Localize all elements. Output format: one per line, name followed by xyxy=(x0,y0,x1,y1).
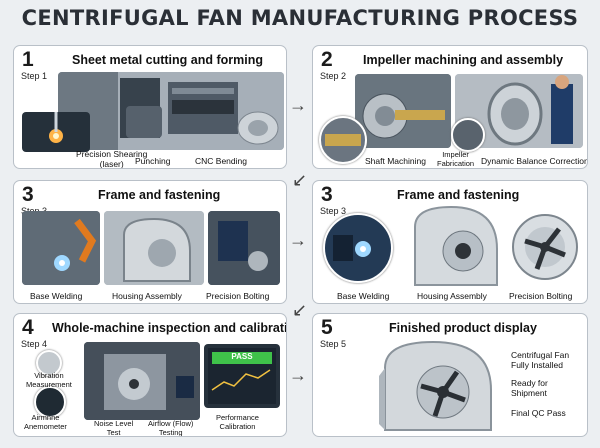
step-label: Step 2 xyxy=(320,71,347,81)
caption-dynamic-balance: Dynamic Balance Correction xyxy=(481,156,588,166)
step-number: 4 xyxy=(22,316,34,339)
caption-precision-bolting: Precision Bolting xyxy=(206,291,270,301)
sheet-metal-photo xyxy=(58,72,284,150)
caption-punching: Punching xyxy=(135,156,171,166)
arrow-down-left-2: ↙ xyxy=(292,300,308,320)
finished-fan-illustration xyxy=(379,340,492,431)
panel-title: Whole-machine inspection and calibration xyxy=(52,321,287,335)
arrow-down-left-1: ↙ xyxy=(292,170,308,190)
bolting-photo xyxy=(208,211,280,285)
panel-title: Frame and fastening xyxy=(98,188,221,202)
fan-housing-illustration xyxy=(414,205,498,286)
step-label: Step 4 xyxy=(21,339,48,349)
step-number: 3 xyxy=(321,183,333,206)
arrow-right-3: → xyxy=(289,365,307,385)
punching-photo xyxy=(126,106,162,138)
anemometer xyxy=(34,386,66,418)
lathe-photo xyxy=(355,74,451,148)
caption-cnc-bending: CNC Bending xyxy=(195,156,247,166)
caption-final-qc: Final QC Pass xyxy=(511,408,566,418)
pass-indicator: PASS xyxy=(231,352,253,361)
caption-shaft-machining: Shaft Machining xyxy=(365,156,426,166)
monitor-screen xyxy=(204,344,280,408)
step-label: Step 3 xyxy=(320,206,347,216)
caption-housing-assembly: Housing Assembly xyxy=(417,291,487,301)
test-chamber-photo xyxy=(84,342,200,420)
impeller-closeup xyxy=(451,118,485,152)
housing-assembly-photo xyxy=(104,211,204,285)
laser-cutting-photo xyxy=(22,112,90,152)
panel-step-2: 2 Step 2 Impeller machining and assembly… xyxy=(312,45,588,169)
panel-step-3-right: 3 Step 3 Frame and fastening Base Weldin… xyxy=(312,180,588,304)
caption-base-welding: Base Welding xyxy=(30,291,83,301)
panel-title: Finished product display xyxy=(389,321,537,335)
caption-airflow-test: Airflow (Flow)Testing xyxy=(148,419,194,437)
step-label: Step 5 xyxy=(320,339,347,349)
panel-step-4: 4 Step 4 Whole-machine inspection and ca… xyxy=(13,313,287,437)
impeller-illustration xyxy=(512,214,578,280)
step-number: 5 xyxy=(321,316,333,339)
arrow-right-2: → xyxy=(289,230,307,250)
caption-precision-shearing: Precision Shearing(laser) xyxy=(76,149,148,169)
page-title: CENTRIFUGAL FAN MANUFACTURING PROCESS xyxy=(21,6,579,30)
caption-precision-bolting: Precision Bolting xyxy=(509,291,573,301)
panel-step-5: 5 Step 5 Finished product display Centri… xyxy=(312,313,588,437)
panel-step-1: 1 Step 1 Sheet metal cutting and forming… xyxy=(13,45,287,169)
panel-title: Sheet metal cutting and forming xyxy=(72,53,263,67)
factory-illustration xyxy=(58,72,284,150)
caption-housing-assembly: Housing Assembly xyxy=(112,291,182,301)
shaft-closeup xyxy=(319,116,367,164)
caption-base-welding: Base Welding xyxy=(337,291,390,301)
panel-title: Frame and fastening xyxy=(397,188,520,202)
panel-step-3-left: 3 Step 3 Frame and fastening Base Weldin… xyxy=(13,180,287,304)
arrow-right-1: → xyxy=(289,95,307,115)
welding-closeup xyxy=(323,213,393,283)
step-label: Step 1 xyxy=(21,71,48,81)
step-number: 1 xyxy=(22,48,34,71)
panel-title: Impeller machining and assembly xyxy=(363,53,564,67)
welding-robot-photo xyxy=(22,211,100,285)
vibration-sensor xyxy=(36,350,62,376)
step-number: 2 xyxy=(321,48,333,71)
step-number: 3 xyxy=(22,183,34,206)
impeller-balancing-photo xyxy=(455,74,583,148)
